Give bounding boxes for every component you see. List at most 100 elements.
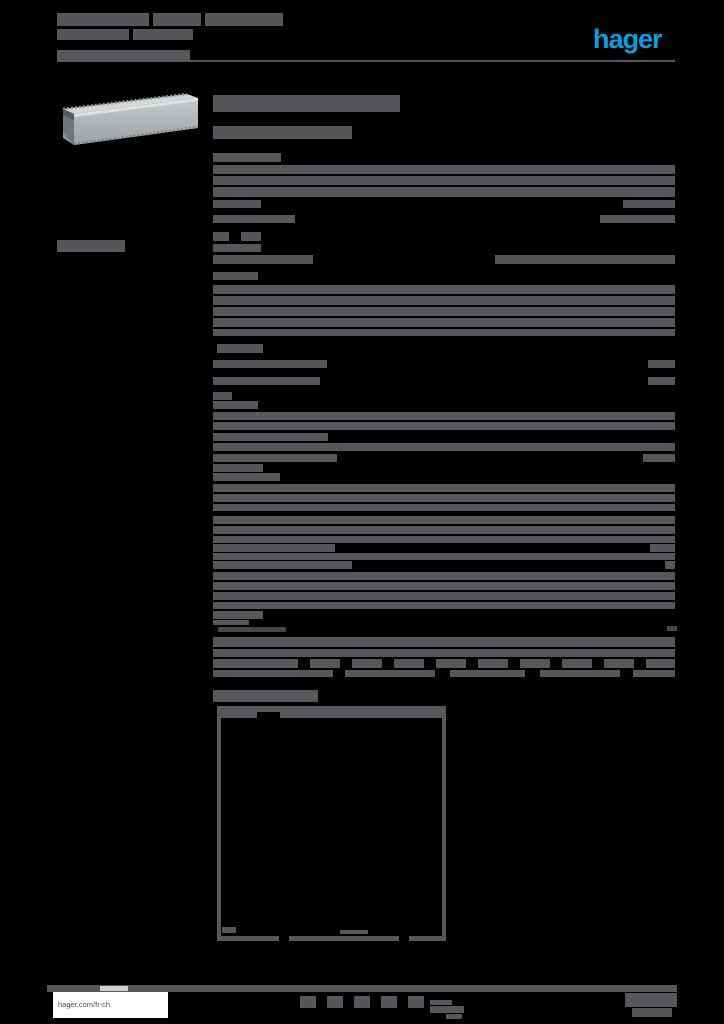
redacted-text-bar [213,187,675,197]
redacted-text-bar [213,165,675,174]
drawing-bottom-border [217,936,279,941]
redacted-text-bar [345,670,435,677]
doc-title-bar [205,13,283,26]
redacted-text-bar [213,526,675,534]
redacted-text-bar [213,611,263,619]
redacted-text-bar [213,307,675,316]
redacted-text-bar [213,473,280,481]
redacted-text-bar [213,422,675,430]
drawing-top-band [217,712,257,718]
trunking-profile-shape [62,92,199,146]
doc-subtitle-bar [57,50,190,61]
redacted-text-bar [213,329,675,336]
redacted-text-bar [213,412,675,420]
table-header-bar [667,626,677,631]
redacted-text-bar [213,377,320,385]
redacted-text-bar [450,670,525,677]
redacted-text-bar [562,659,592,668]
redacted-text-bar [352,659,382,668]
redacted-text-bar [213,433,328,441]
redacted-text-bar [646,659,675,668]
redacted-text-bar [604,659,634,668]
drawing-top-border [217,706,446,712]
drawing-left-border [217,712,221,936]
redacted-text-bar [648,360,675,368]
footer-page-block [625,993,677,1007]
redacted-text-bar [213,536,675,543]
redacted-text-bar [213,215,295,223]
redacted-text-bar [213,561,352,569]
footer-icon [381,996,397,1008]
redacted-text-bar [213,401,258,409]
footer-icon [327,996,343,1008]
product-image [62,92,199,146]
hager-logo: hager [593,24,663,54]
section-label-bar [213,153,281,162]
drawing-bottom-border [409,936,446,941]
redacted-text-bar [213,232,229,241]
redacted-text-bar [520,659,550,668]
redacted-text-bar [213,582,675,590]
drawing-right-border [442,712,446,936]
redacted-text-bar [213,572,675,580]
footer-icon [300,996,316,1008]
redacted-text-bar [241,232,261,241]
doc-title-bar [153,13,201,26]
redacted-text-bar [213,255,313,264]
section-label-bar [217,344,263,353]
redacted-text-bar [648,377,675,385]
redacted-text-bar [213,659,298,668]
redacted-text-bar [213,272,258,280]
redacted-text-bar [213,504,675,511]
product-reference-bar [57,240,125,252]
redacted-text-bar [600,215,675,223]
footer-note-bar [446,1014,462,1019]
redacted-text-bar [540,670,620,677]
redacted-text-bar [213,360,327,368]
redacted-text-bar [213,620,249,625]
redacted-text-bar [643,454,675,462]
redacted-text-bar [213,484,675,492]
redacted-text-bar [213,602,675,609]
redacted-text-bar [213,200,261,208]
redacted-text-bar [213,592,675,600]
redacted-text-bar [213,494,675,502]
table-header-bar [218,627,286,632]
footer-separator [47,985,677,992]
redacted-text-bar [436,659,466,668]
redacted-text-bar [213,176,675,185]
redacted-text-bar [213,318,675,327]
footer-note-bar [430,1006,464,1013]
drawing-section-label [213,690,318,702]
redacted-text-bar [623,200,675,208]
redacted-text-bar [213,670,333,677]
redacted-text-bar [495,255,675,264]
drawing-top-band [280,712,446,718]
redacted-text-bar [478,659,508,668]
header-rule [57,60,675,62]
drawing-bottom-border [289,936,399,941]
redacted-text-bar [213,443,675,451]
footer-website-link[interactable]: hager.com/fr-ch [58,1000,111,1009]
footer-page-block [632,1008,672,1017]
redacted-text-bar [213,392,232,400]
redacted-text-bar [213,464,263,472]
product-title-bar [213,95,400,112]
redacted-text-bar [310,659,340,668]
product-subtitle-bar [213,126,352,139]
redacted-text-bar [213,454,337,462]
doc-title-bar [57,29,129,40]
footer-link-box: hager.com/fr-ch [53,992,168,1018]
redacted-text-bar [650,544,675,552]
redacted-text-bar [213,553,675,560]
redacted-text-bar [213,544,335,552]
redacted-text-bar [213,516,675,524]
footer-icon [408,996,424,1008]
redacted-text-bar [213,649,675,657]
redacted-text-bar [633,670,675,677]
footer-icon [354,996,370,1008]
footer-stamp [100,986,128,991]
redacted-text-bar [394,659,424,668]
drawing-dimension-mark [340,930,368,934]
